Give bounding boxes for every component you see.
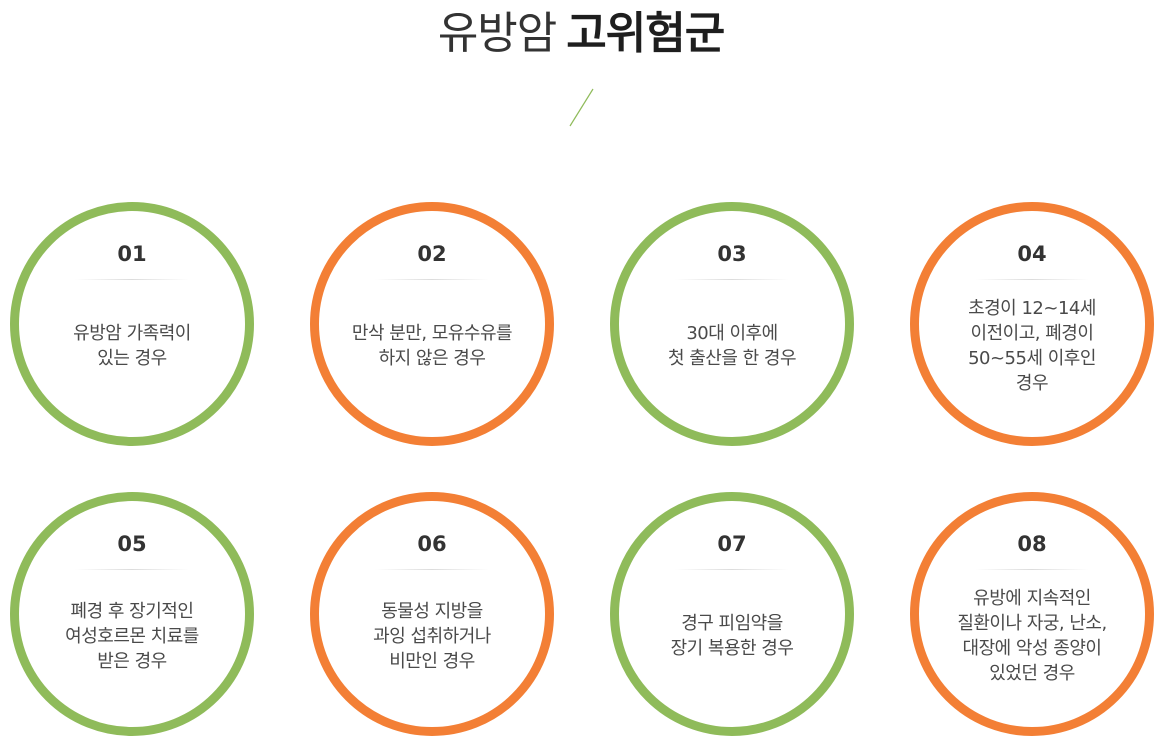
circle-description: 초경이 12~14세 이전이고, 폐경이 50~55세 이후인 경우 — [933, 285, 1131, 407]
circle-description-line: 있는 경우 — [97, 348, 167, 369]
risk-circle-01: 01 유방암 가족력이 있는 경우 — [10, 202, 254, 446]
risk-circle-07: 07 경구 피임약을 장기 복용한 경우 — [610, 492, 854, 736]
circle-description: 유방암 가족력이 있는 경우 — [33, 285, 231, 407]
circle-description: 만삭 분만, 모유수유를 하지 않은 경우 — [333, 285, 531, 407]
circle-description: 유방에 지속적인 질환이나 자궁, 난소, 대장에 악성 종양이 있었던 경우 — [933, 575, 1131, 697]
risk-circle-08: 08 유방에 지속적인 질환이나 자궁, 난소, 대장에 악성 종양이 있었던 … — [910, 492, 1154, 736]
risk-circle-05: 05 폐경 후 장기적인 여성호르몬 치료를 받은 경우 — [10, 492, 254, 736]
circle-number: 03 — [717, 242, 747, 266]
circle-description-line: 하지 않은 경우 — [378, 348, 486, 369]
circle-description-line: 경우 — [1015, 373, 1049, 394]
circle-number: 04 — [1017, 242, 1047, 266]
circle-description: 경구 피임약을 장기 복용한 경우 — [633, 575, 831, 697]
circle-number: 01 — [117, 242, 147, 266]
circle-number: 05 — [117, 532, 147, 556]
circle-description-line: 유방암 가족력이 — [73, 323, 191, 344]
circle-description: 30대 이후에 첫 출산을 한 경우 — [633, 285, 831, 407]
circle-description-line: 30대 이후에 — [686, 323, 778, 344]
circle-description-line: 질환이나 자궁, 난소, — [957, 613, 1107, 634]
risk-circle-06: 06 동물성 지방을 과잉 섭취하거나 비만인 경우 — [310, 492, 554, 736]
circle-description-line: 만삭 분만, 모유수유를 — [351, 323, 513, 344]
circle-description-line: 대장에 악성 종양이 — [962, 638, 1102, 659]
circle-description-line: 첫 출산을 한 경우 — [667, 348, 797, 369]
circle-description: 동물성 지방을 과잉 섭취하거나 비만인 경우 — [333, 575, 531, 697]
circle-description-line: 유방에 지속적인 — [973, 588, 1091, 609]
circle-description-line: 있었던 경우 — [989, 663, 1075, 684]
circle-description-line: 경구 피임약을 — [681, 613, 783, 634]
divider-slash — [569, 88, 594, 127]
circle-number: 07 — [717, 532, 747, 556]
circle-divider — [75, 569, 189, 570]
circle-divider — [975, 569, 1089, 570]
circle-description-line: 동물성 지방을 — [381, 600, 483, 622]
circle-description-line: 이전이고, 폐경이 — [970, 323, 1094, 344]
circle-divider — [375, 569, 489, 570]
circle-number: 06 — [417, 532, 447, 556]
circle-number: 08 — [1017, 532, 1047, 556]
circle-divider — [375, 279, 489, 280]
risk-circle-02: 02 만삭 분만, 모유수유를 하지 않은 경우 — [310, 202, 554, 446]
circle-divider — [675, 569, 789, 570]
page-title-bold: 고위험군 — [566, 8, 725, 59]
circle-divider — [975, 279, 1089, 280]
circle-description-line: 폐경 후 장기적인 — [70, 600, 194, 622]
circle-description-line: 50~55세 이후인 — [968, 348, 1096, 369]
circle-divider — [75, 279, 189, 280]
circle-description-line: 비만인 경우 — [389, 650, 475, 672]
circle-divider — [675, 279, 789, 280]
circle-description-line: 여성호르몬 치료를 — [65, 625, 199, 647]
risk-circle-03: 03 30대 이후에 첫 출산을 한 경우 — [610, 202, 854, 446]
circle-description-line: 초경이 12~14세 — [968, 298, 1096, 319]
circle-number: 02 — [417, 242, 447, 266]
circle-description: 폐경 후 장기적인 여성호르몬 치료를 받은 경우 — [33, 575, 231, 697]
page-title-light: 유방암 — [437, 8, 557, 59]
risk-circle-04: 04 초경이 12~14세 이전이고, 폐경이 50~55세 이후인 경우 — [910, 202, 1154, 446]
circle-description-line: 과잉 섭취하거나 — [373, 625, 491, 647]
circle-description-line: 장기 복용한 경우 — [670, 638, 794, 659]
circle-description-line: 받은 경우 — [97, 650, 167, 672]
